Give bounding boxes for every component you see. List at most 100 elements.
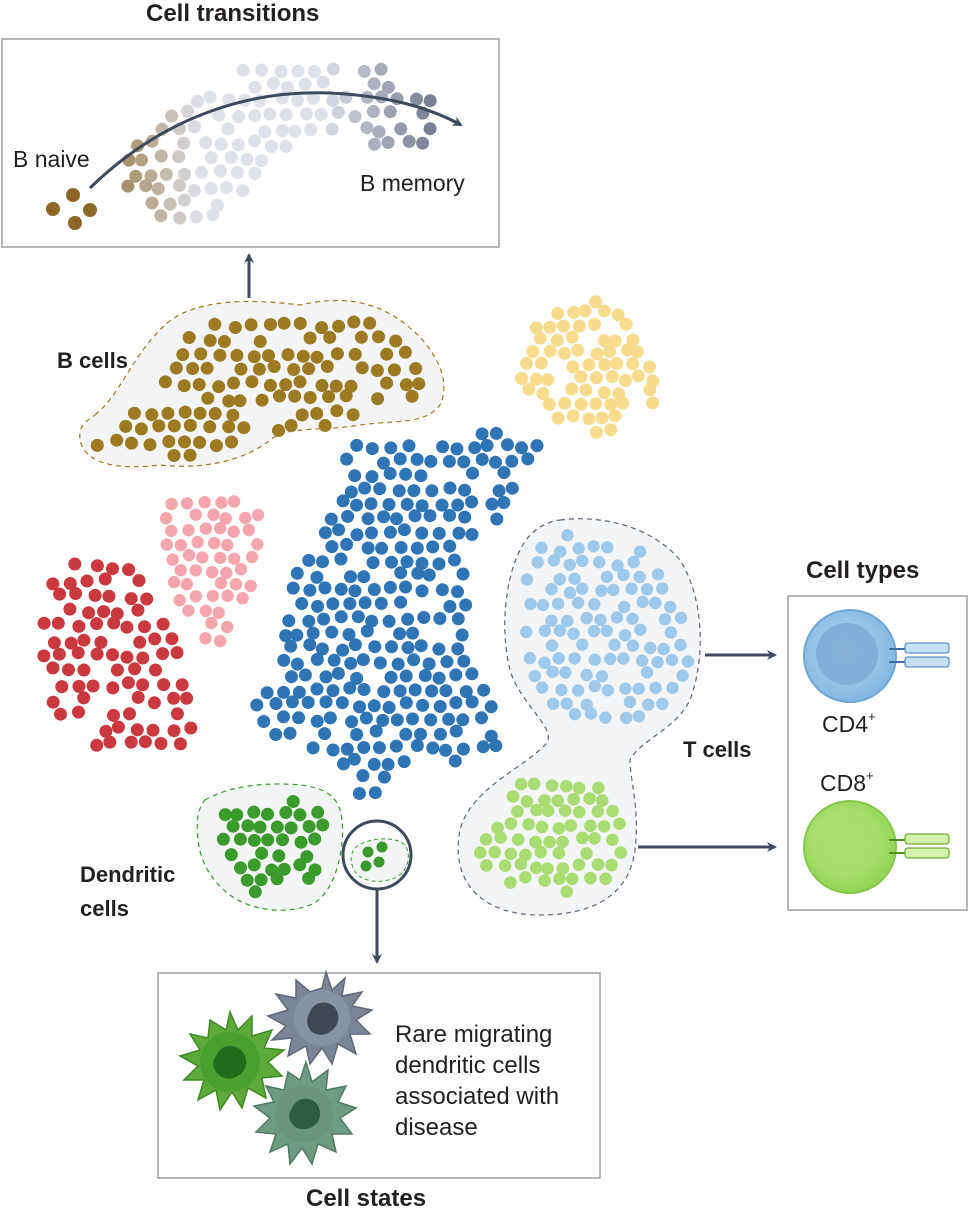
- cd8-cell-dot: [605, 858, 618, 872]
- blue-cell-dot: [397, 755, 411, 769]
- blue-cell-dot: [407, 653, 421, 667]
- transition-cell-dot: [204, 151, 218, 165]
- cd4-cell-dot: [571, 684, 585, 697]
- b-cell-dot: [409, 362, 423, 375]
- b-cell-dot: [119, 419, 133, 433]
- cd4-cell-dot: [644, 641, 657, 655]
- pink-cell-dot: [239, 511, 252, 525]
- red-cell-dot: [167, 691, 181, 705]
- cd4-cell-dot: [601, 541, 614, 554]
- blue-cell-dot: [326, 684, 340, 698]
- b-cell-dot: [222, 420, 236, 434]
- cd8-cell-dot: [535, 820, 549, 834]
- blue-cell-dot: [360, 624, 374, 638]
- b-cell-dot: [177, 379, 191, 393]
- cd4-cell-dot: [561, 529, 574, 542]
- pink-cell-dot: [173, 594, 186, 607]
- blue-cell-dot: [443, 539, 457, 553]
- cd8-cell-dot: [591, 805, 605, 818]
- b-cell-dot: [244, 318, 258, 332]
- b-cell-dot: [293, 375, 307, 389]
- blue-cell-dot: [350, 528, 364, 542]
- cd8-cell-icon: [803, 800, 950, 894]
- dendritic-cell-dot: [218, 808, 232, 822]
- blue-cell-dot: [350, 438, 364, 452]
- blue-cell-dot: [439, 743, 452, 757]
- yellow-cell-dot: [541, 373, 555, 387]
- b-cell-dot: [201, 391, 215, 405]
- cd4-cell-dot: [649, 596, 662, 610]
- dendritic-cell-dot: [233, 832, 247, 846]
- blue-cell-dot: [451, 612, 465, 626]
- transition-cell-dot: [279, 108, 293, 122]
- cd8-cell-dot: [583, 792, 596, 805]
- cell-transitions-title: Cell transitions: [146, 0, 320, 27]
- cd8-cell-dot: [520, 795, 534, 808]
- b-cell-dot: [405, 389, 419, 403]
- transition-cell-dot: [144, 169, 158, 183]
- transition-cell-dot: [204, 181, 218, 195]
- transition-cell-dot: [423, 122, 437, 136]
- dendritic-cell-dot: [261, 807, 274, 821]
- blue-cell-dot: [369, 724, 383, 738]
- b-cell-dot: [277, 316, 291, 330]
- red-cell-dot: [46, 661, 60, 675]
- blue-cell-dot: [327, 653, 341, 667]
- red-cell-dot: [47, 636, 61, 650]
- b-cell-dot: [279, 378, 293, 392]
- transition-cell-dot: [291, 93, 304, 107]
- cd4-cell-dot: [563, 586, 577, 599]
- b-cell-dot: [134, 422, 148, 436]
- blue-cell-dot: [477, 683, 491, 697]
- cd4-cell-dot: [546, 665, 559, 678]
- blue-cell-dot: [377, 456, 390, 470]
- transition-cell-dot: [254, 154, 268, 168]
- yellow-cell-dot: [574, 370, 588, 384]
- pink-cell-dot: [227, 495, 241, 508]
- pink-cell-dot: [234, 563, 248, 576]
- yellow-cell-dot: [579, 383, 593, 397]
- gray-dendritic-cell-icon: [266, 969, 374, 1066]
- cell-dots: [37, 62, 695, 899]
- transition-cell-dot: [298, 77, 312, 91]
- blue-cell-dot: [279, 629, 293, 643]
- blue-cell-dot: [383, 467, 397, 480]
- cd4-cell-dot: [576, 554, 589, 568]
- blue-cell-dot: [284, 639, 298, 653]
- blue-cell-dot: [383, 525, 397, 539]
- red-cell-dot: [165, 632, 179, 646]
- b-cell-dot: [225, 435, 238, 449]
- red-cell-dot: [148, 632, 162, 646]
- transition-cell-dot: [46, 202, 60, 216]
- transition-cell-dot: [280, 80, 294, 94]
- blue-cell-dot: [475, 711, 488, 725]
- blue-cell-dot: [489, 739, 503, 753]
- yellow-cell-dot: [608, 334, 622, 348]
- b-cell-dot: [90, 438, 104, 452]
- transition-cell-dot: [304, 123, 318, 137]
- b-cell-dot: [247, 350, 261, 364]
- red-cell-dot: [106, 681, 120, 695]
- b-cell-dot: [183, 448, 197, 462]
- teal-dendritic-cell-icon: [252, 1059, 358, 1166]
- red-cell-dot: [97, 605, 111, 619]
- blue-cell-dot: [465, 695, 479, 709]
- cd4-cell-dot: [535, 541, 548, 554]
- blue-cell-dot: [385, 555, 398, 569]
- yellow-cell-dot: [572, 319, 586, 333]
- pink-cell-dot: [167, 575, 181, 589]
- transition-cell-dot: [187, 120, 201, 134]
- blue-cell-dot: [399, 467, 413, 481]
- blue-cell-dot: [426, 741, 440, 755]
- blue-cell-dot: [415, 526, 429, 540]
- transition-cell-dot: [221, 122, 235, 136]
- red-cell-dot: [52, 647, 66, 661]
- red-cell-dot: [167, 724, 181, 738]
- pink-cell-dot: [174, 564, 187, 577]
- transition-cell-dot: [213, 164, 227, 178]
- b-cell-dot: [127, 406, 141, 420]
- b-cell-dot: [237, 421, 251, 435]
- transition-cell-dot: [165, 109, 179, 123]
- blue-cell-dot: [318, 727, 332, 741]
- b-cells-label: B cells: [57, 348, 128, 373]
